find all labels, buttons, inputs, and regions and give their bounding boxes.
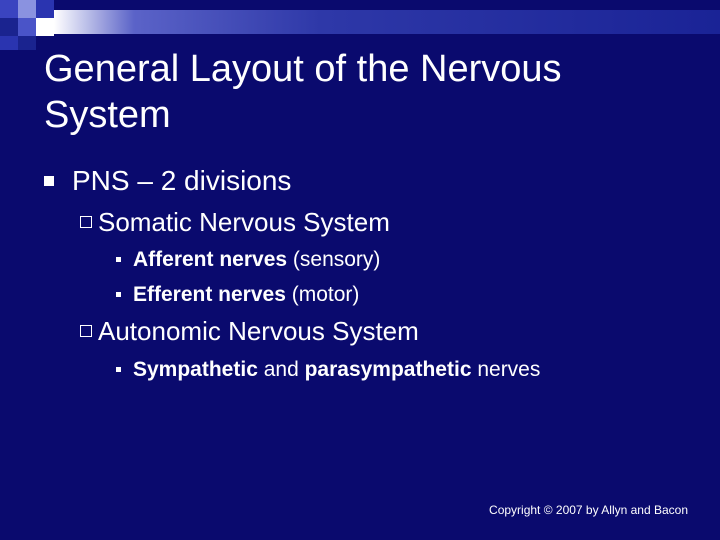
small-square-bullet-icon bbox=[116, 367, 121, 372]
hollow-square-bullet-icon bbox=[80, 216, 92, 228]
bullet-efferent: Efferent nerves (motor) bbox=[116, 282, 359, 308]
small-square-bullet-icon bbox=[116, 257, 121, 262]
decorative-square bbox=[0, 18, 18, 36]
bullet-afferent: Afferent nerves (sensory) bbox=[116, 247, 380, 273]
slide-title: General Layout of the Nervous System bbox=[44, 48, 562, 136]
square-bullet-icon bbox=[44, 176, 54, 186]
top-decorative-bar bbox=[54, 10, 720, 34]
small-square-bullet-icon bbox=[116, 292, 121, 297]
bullet-text: (sensory) bbox=[287, 248, 381, 271]
bullet-somatic: Somatic Nervous System bbox=[80, 207, 390, 237]
decorative-square bbox=[0, 0, 18, 18]
bullet-text: (motor) bbox=[285, 283, 360, 306]
bullet-text-bold: Efferent nerves bbox=[133, 283, 286, 306]
decorative-square bbox=[18, 18, 36, 36]
bullet-text: nerves bbox=[471, 358, 541, 381]
decorative-square bbox=[36, 0, 54, 18]
copyright-footer: Copyright © 2007 by Allyn and Bacon bbox=[489, 503, 688, 517]
bullet-text-bold: parasympathetic bbox=[304, 358, 472, 381]
bullet-text-bold: Afferent nerves bbox=[133, 248, 288, 271]
hollow-square-bullet-icon bbox=[80, 325, 92, 337]
bullet-text: PNS – 2 divisions bbox=[72, 165, 292, 196]
decorative-square bbox=[18, 36, 36, 50]
bullet-autonomic: Autonomic Nervous System bbox=[80, 316, 419, 346]
decorative-square bbox=[36, 18, 54, 36]
bullet-text-bold: Sympathetic bbox=[133, 358, 258, 381]
bullet-text: Somatic Nervous System bbox=[98, 207, 390, 237]
bullet-pns: PNS – 2 divisions bbox=[44, 164, 291, 198]
decorative-square bbox=[0, 36, 18, 50]
decorative-square bbox=[18, 0, 36, 18]
bullet-sympathetic: Sympathetic and parasympathetic nerves bbox=[116, 357, 540, 383]
bullet-text: Autonomic Nervous System bbox=[98, 316, 419, 346]
bullet-text: and bbox=[257, 358, 305, 381]
